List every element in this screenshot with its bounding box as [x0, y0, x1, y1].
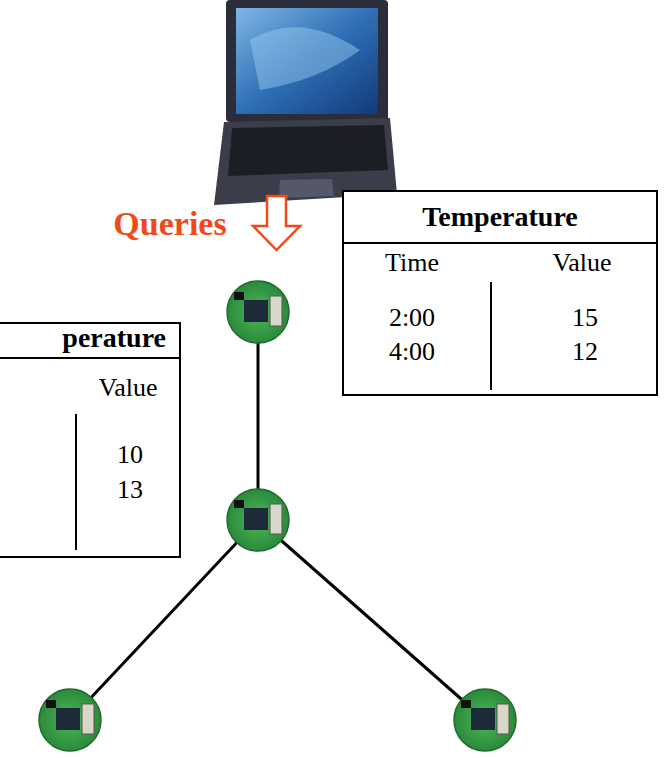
column-header: Value — [552, 249, 611, 278]
sensor-mote — [454, 689, 516, 751]
table-cell: 4:00 — [389, 338, 435, 367]
table-cell: 10 — [117, 441, 143, 470]
table-cell: 13 — [117, 476, 143, 505]
sensor-mote — [227, 489, 289, 551]
table-rule — [490, 282, 492, 390]
table-header: perature — [62, 323, 166, 354]
laptop-icon — [214, 0, 397, 205]
table-rule — [0, 357, 180, 359]
table-header: Temperature — [422, 202, 578, 233]
table-rule — [75, 414, 77, 550]
column-header: Time — [385, 249, 439, 278]
sensor-mote — [227, 281, 289, 343]
sensor-mote — [39, 689, 101, 751]
table-cell: 12 — [572, 338, 598, 367]
table-cell: 15 — [572, 304, 598, 333]
table-rule — [342, 242, 658, 244]
column-header: Value — [98, 374, 157, 403]
table-cell: 2:00 — [389, 304, 435, 333]
query-label: Queries — [113, 205, 226, 242]
query-arrow — [253, 196, 300, 250]
